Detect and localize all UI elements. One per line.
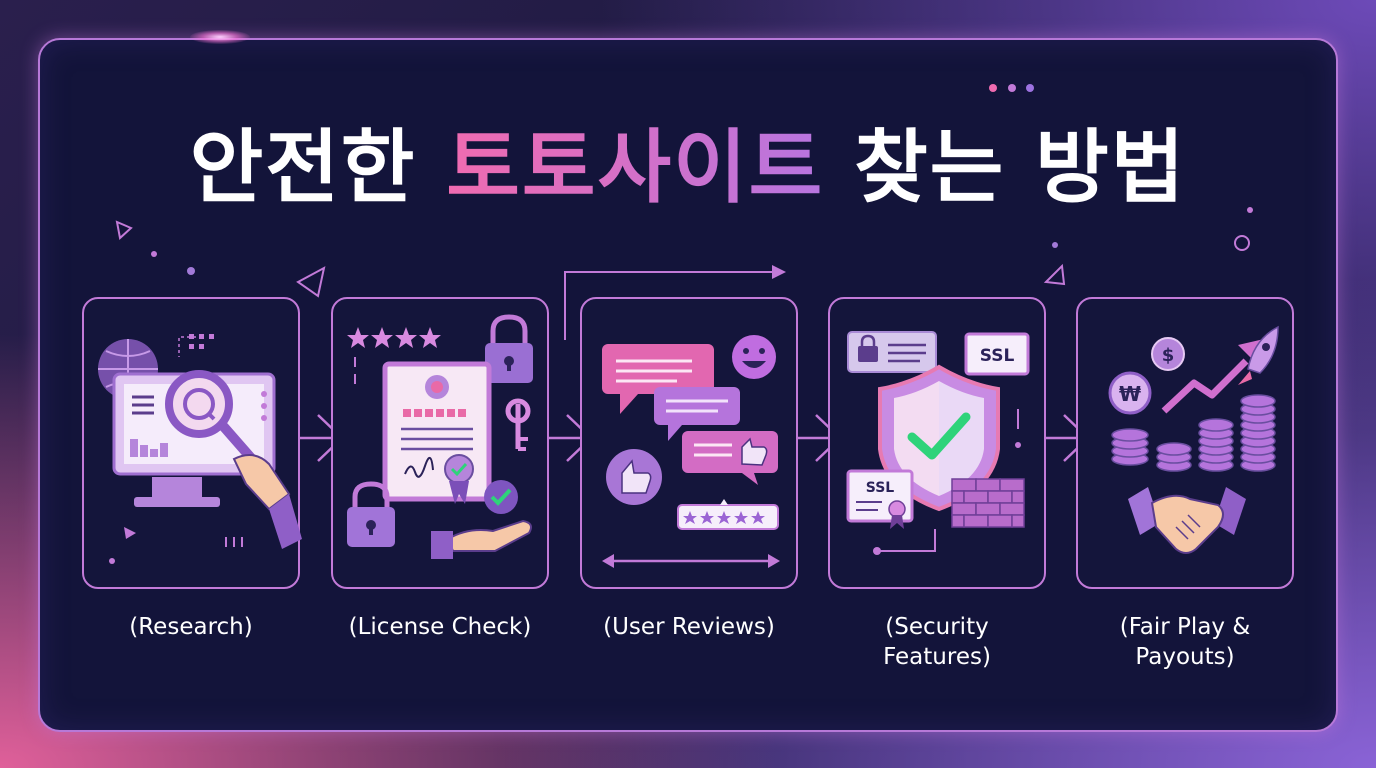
- step-fair-play-payouts: $ ₩: [1076, 297, 1294, 589]
- label-license-check: (License Check): [348, 614, 532, 640]
- title-part2: 찾는 방법: [824, 121, 1187, 214]
- ssl-badge-top: SSL: [980, 346, 1015, 366]
- step-user-reviews: [580, 297, 798, 589]
- ssl-certificate-label: SSL: [866, 480, 895, 496]
- magnifier-monitor-icon: [98, 334, 302, 564]
- step-license-check: [331, 297, 549, 589]
- label-security-features: (Security Features): [883, 614, 991, 670]
- label-research: (Research): [129, 614, 253, 640]
- chat-reviews-icon: [602, 335, 780, 568]
- certificate-lock-icon: [347, 314, 533, 559]
- step-research: [82, 297, 302, 589]
- title-part1: 안전한: [189, 121, 447, 214]
- coins-handshake-icon: $ ₩: [1108, 325, 1279, 554]
- won-coin-icon: ₩: [1119, 382, 1141, 406]
- shield-ssl-icon: SSL SSL: [846, 331, 1030, 555]
- top-glow: [190, 30, 250, 44]
- page-title: 안전한 토토사이트 찾는 방법: [0, 118, 1376, 218]
- title-highlight: 토토사이트: [446, 121, 825, 214]
- dollar-coin-icon: $: [1162, 345, 1175, 366]
- label-user-reviews: (User Reviews): [603, 614, 775, 640]
- label-fair-play-payouts: (Fair Play & Payouts): [1119, 614, 1251, 670]
- step-security-features: SSL SSL: [828, 297, 1046, 589]
